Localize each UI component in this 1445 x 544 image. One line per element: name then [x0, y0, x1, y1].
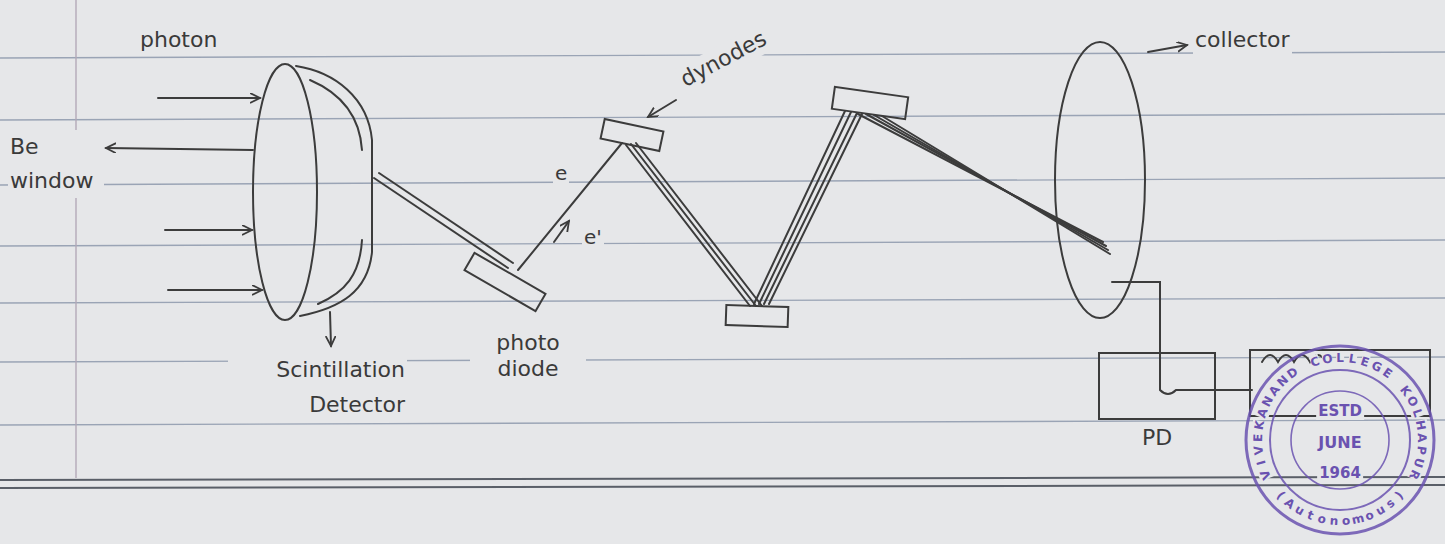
electron-path: [636, 143, 762, 306]
margin-line: [75, 0, 76, 478]
photon-arrow: [158, 97, 260, 99]
be-window-lens: [253, 64, 317, 320]
box-heading: PD: [1098, 424, 1216, 453]
stamp-letter: A: [1254, 406, 1271, 420]
stamp-letter: P: [1413, 445, 1428, 456]
stamp-letter: I: [1254, 459, 1269, 467]
electron-path: [882, 116, 1110, 254]
electron-path: [764, 113, 857, 304]
stamp-text: ESTD: [1316, 402, 1364, 420]
ruled-line: [0, 240, 1445, 246]
electron-path: [518, 143, 622, 270]
stamp-letter: U: [1410, 456, 1427, 469]
stamp-letter: u: [1373, 502, 1388, 519]
handwritten-label: e: [553, 160, 569, 186]
stamp-letter: R: [1406, 467, 1423, 481]
electron-path: [769, 114, 862, 304]
ruled-line: [0, 178, 1445, 185]
stamp-ring: [1270, 370, 1410, 510]
handwritten-label: Scintillation Detector: [228, 352, 407, 422]
stamp-letter: ): [1392, 488, 1406, 502]
stamp-letter: K: [1252, 419, 1268, 431]
electron-path: [759, 112, 851, 304]
stamp-letter: [1391, 375, 1404, 388]
stamp-letter: H: [1412, 419, 1428, 431]
ruled-line: [0, 298, 1445, 303]
leader-arrow: [1148, 45, 1187, 52]
instrument-box: PD: [1098, 352, 1216, 453]
college-stamp: VIVEKANAND COLLEGE KOLHAPURESTDJUNE1964(…: [1243, 343, 1437, 537]
ruled-line: [0, 114, 1445, 120]
light-ray: [374, 178, 508, 268]
stamp-letter: O: [1321, 351, 1333, 367]
stamp-letter: C: [1309, 354, 1322, 370]
photon-arrow: [165, 229, 252, 231]
stamp-letter: n: [1329, 513, 1339, 528]
handwritten-label: photo diode: [470, 330, 586, 383]
dynode-plate: [726, 305, 789, 327]
collector-ellipse: [1055, 42, 1145, 318]
stamp-text: 1964: [1317, 464, 1363, 482]
stamp-arc-text: (Autonomous): [1243, 343, 1437, 537]
signal-wire: [1112, 282, 1252, 394]
ruled-line: [0, 420, 1445, 425]
handwritten-label: photon: [138, 26, 219, 55]
stamp-letter: A: [1414, 433, 1429, 443]
photon-arrow: [168, 289, 262, 291]
stamp-letter: L: [1409, 407, 1425, 419]
leader-arrow: [330, 312, 331, 346]
instrument-box-outline: [1098, 352, 1216, 420]
scintillator-body: [296, 66, 372, 316]
electron-path: [754, 111, 845, 304]
scintillator-edge: [318, 240, 362, 304]
stamp-letter: t: [1305, 508, 1316, 523]
handwritten-label: e': [582, 224, 604, 250]
stamp-letter: L: [1348, 351, 1358, 366]
ruled-line: [0, 485, 1445, 488]
stamp-letter: o: [1341, 513, 1350, 528]
electron-path: [626, 145, 750, 306]
stamp-letter: [1298, 359, 1308, 374]
stamp-ring: [1246, 346, 1434, 534]
stamp-letter: o: [1316, 511, 1327, 527]
leader-arrow: [106, 148, 253, 150]
handwritten-label: Be window: [8, 130, 104, 198]
handwritten-label: dynodes: [674, 24, 773, 95]
stamp-text: JUNE: [1316, 433, 1363, 452]
stamp-ring: [1291, 391, 1389, 489]
ruled-line: [0, 477, 1445, 480]
leader-arrow: [648, 100, 676, 117]
electron-direction-arrow: [554, 221, 569, 242]
handwritten-label: collector: [1193, 26, 1292, 55]
stamp-letter: V: [1251, 445, 1266, 456]
stamp-letter: L: [1336, 351, 1344, 365]
scintillator-edge: [310, 80, 362, 150]
stamp-letter: V: [1257, 467, 1274, 482]
light-ray: [379, 173, 513, 263]
stamp-letter: s: [1383, 496, 1398, 512]
stamp-letter: E: [1251, 434, 1266, 443]
ruled-line: [0, 357, 1445, 362]
electron-path: [631, 144, 756, 306]
stamp-letter: E: [1380, 365, 1395, 381]
photodiode-plate: [464, 253, 545, 311]
